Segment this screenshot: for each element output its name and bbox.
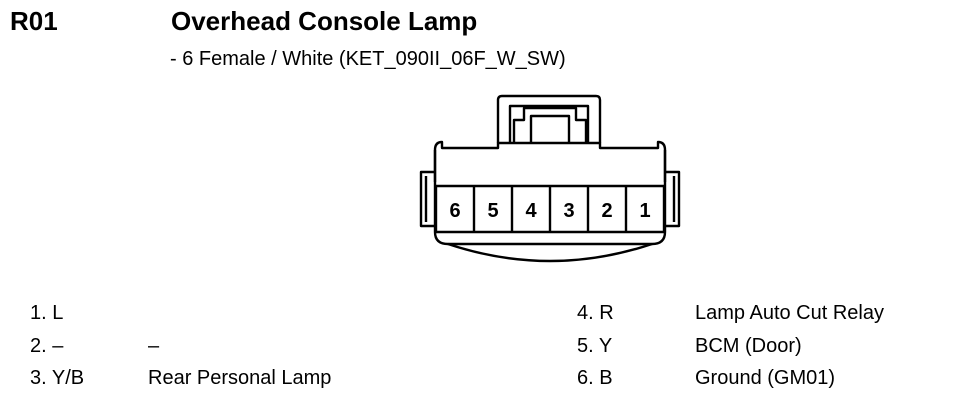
pin-description: BCM (Door) — [695, 335, 802, 357]
connector-title: Overhead Console Lamp — [171, 6, 478, 36]
latch-outer — [496, 94, 602, 143]
pin-number-3: 3 — [563, 200, 574, 222]
pin-label: 6. B — [577, 367, 613, 389]
pin-description: Rear Personal Lamp — [148, 367, 332, 389]
connector-skirt — [447, 242, 653, 263]
pin-number-1: 1 — [639, 200, 650, 222]
connector-body — [433, 140, 667, 246]
pin-number-5: 5 — [487, 200, 498, 222]
pin-label: 2. – — [30, 335, 64, 357]
pin-label: 5. Y — [577, 335, 613, 357]
pin-label: 1. L — [30, 302, 64, 324]
pin-description: Lamp Auto Cut Relay — [695, 302, 884, 324]
latch-window — [529, 114, 571, 143]
left-side-tab — [419, 170, 435, 228]
connector-diagram: 6 5 4 3 2 1 — [419, 94, 681, 263]
connector-code: R01 — [10, 6, 58, 36]
right-side-tab — [665, 170, 681, 228]
pin-number-4: 4 — [525, 200, 537, 222]
connector-subtitle: - 6 Female / White (KET_090II_06F_W_SW) — [170, 48, 566, 70]
pin-number-2: 2 — [601, 200, 612, 222]
pin-label: 4. R — [577, 302, 614, 324]
pin-number-6: 6 — [449, 200, 460, 222]
latch-tab — [512, 106, 588, 143]
pin-label: 3. Y/B — [30, 367, 85, 389]
pin-cells: 6 5 4 3 2 1 — [449, 186, 651, 232]
pin-description: – — [148, 335, 160, 357]
pin-description: Ground (GM01) — [695, 367, 836, 389]
latch-inner — [508, 104, 590, 143]
